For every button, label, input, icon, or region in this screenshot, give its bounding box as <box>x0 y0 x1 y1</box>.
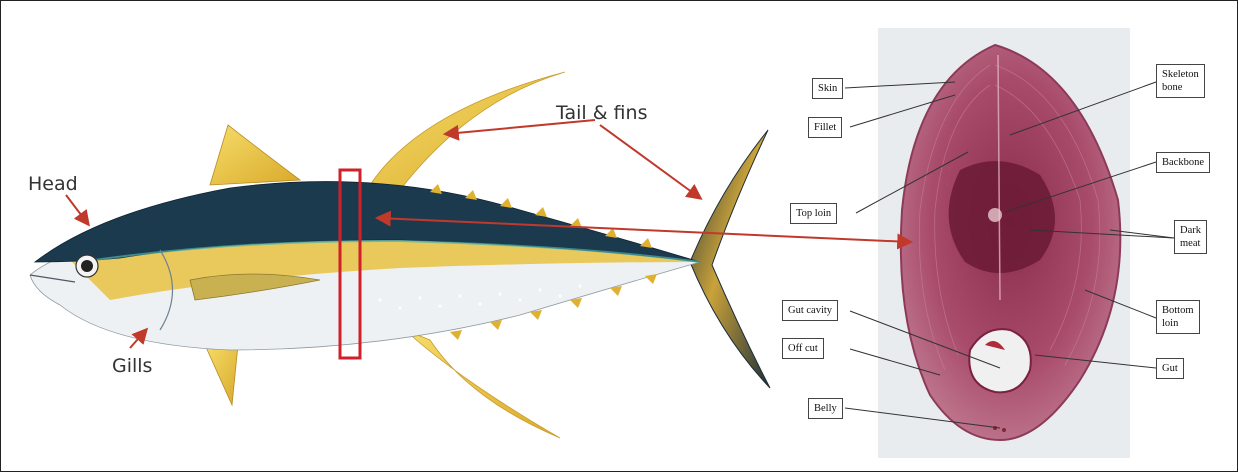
bottom-loin-label: Bottom loin <box>1156 300 1200 334</box>
tuna-illustration <box>30 72 770 438</box>
top-loin-label: Top loin <box>790 203 837 224</box>
backbone <box>988 208 1002 222</box>
gut-cavity-label: Gut cavity <box>782 300 838 321</box>
belly-label: Belly <box>808 398 843 419</box>
dark-meat-line1: Dark <box>1180 224 1201 237</box>
pelvic-fin <box>205 345 238 405</box>
gut-cavity <box>969 329 1031 392</box>
skeleton-bone-line2: bone <box>1162 81 1199 94</box>
gills-label: Gills <box>112 357 152 376</box>
dorsal-fin <box>210 125 300 185</box>
bottom-loin-line1: Bottom <box>1162 304 1194 317</box>
backbone-label: Backbone <box>1156 152 1210 173</box>
tail-fins-label: Tail & fins <box>556 104 647 123</box>
caudal-fin <box>690 130 770 388</box>
bottom-loin-line2: loin <box>1162 317 1194 330</box>
cross-section-photo <box>878 28 1130 458</box>
skeleton-bone-label: Skeleton bone <box>1156 64 1205 98</box>
skeleton-bone-line1: Skeleton <box>1162 68 1199 81</box>
dark-meat <box>949 161 1055 273</box>
tail-fins-arrow-tail <box>600 125 700 198</box>
gut-label: Gut <box>1156 358 1184 379</box>
skin-label: Skin <box>812 78 843 99</box>
head-label: Head <box>28 175 78 194</box>
anal-fin <box>405 330 560 438</box>
dark-meat-line2: meat <box>1180 237 1201 250</box>
head-arrow <box>66 195 88 224</box>
off-cut-label: Off cut <box>782 338 824 359</box>
fillet-label: Fillet <box>808 117 842 138</box>
dark-meat-label: Dark meat <box>1174 220 1207 254</box>
